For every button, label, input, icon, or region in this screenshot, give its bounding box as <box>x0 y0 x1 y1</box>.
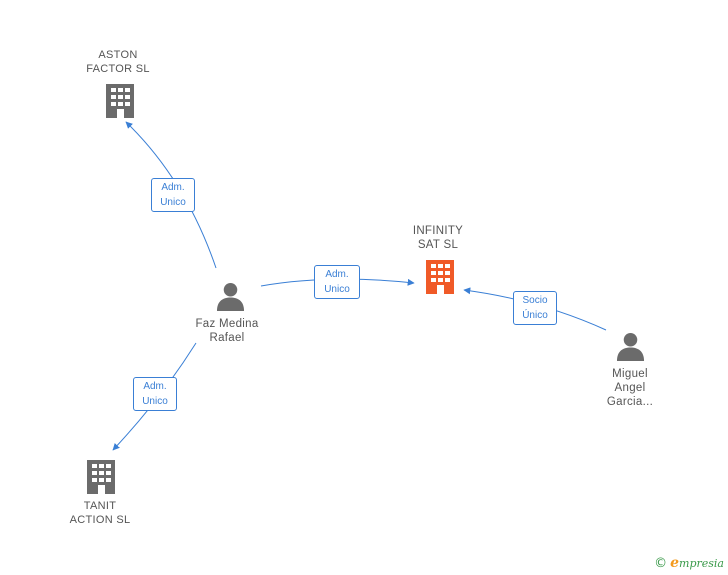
edge-label-miguel-infinity-line1: Socio <box>522 295 548 306</box>
edge-label-faz-aston[interactable]: Adm. Unico <box>151 178 195 212</box>
brand-initial: e <box>670 555 680 571</box>
edge-label-faz-aston-line2: Unico <box>160 197 186 208</box>
tanit-label-line1: TANIT <box>83 500 117 512</box>
aston-label-line1: ASTON <box>98 49 138 61</box>
infinity-label[interactable]: INFINITY SAT SL <box>398 224 478 252</box>
infinity-label-line1: INFINITY <box>412 225 464 237</box>
edge-label-miguel-infinity[interactable]: Socio Único <box>513 291 557 325</box>
tanit-label[interactable]: TANIT ACTION SL <box>60 499 140 527</box>
edge-label-faz-tanit-line2: Unico <box>142 396 168 407</box>
miguel-label-line3: Garcia... <box>606 396 654 408</box>
edge-label-faz-infinity-line2: Unico <box>324 284 350 295</box>
brand-footer[interactable]: ©empresia <box>654 555 724 571</box>
infinity-building-icon[interactable] <box>426 260 454 294</box>
copyright-icon: © <box>654 556 668 571</box>
brand-name: mpresia <box>679 557 724 570</box>
edge-label-miguel-infinity-line2: Único <box>522 310 548 321</box>
edge-label-faz-tanit[interactable]: Adm. Unico <box>133 377 177 411</box>
aston-label[interactable]: ASTON FACTOR SL <box>78 48 158 76</box>
faz-label-line1: Faz Medina <box>195 318 259 330</box>
infinity-label-line2: SAT SL <box>417 239 459 251</box>
faz-label-line2: Rafael <box>209 332 245 344</box>
aston-label-line2: FACTOR SL <box>86 63 150 75</box>
faz-person-icon[interactable] <box>216 282 245 311</box>
faz-label[interactable]: Faz Medina Rafael <box>182 317 272 345</box>
edge-label-faz-infinity[interactable]: Adm. Unico <box>314 265 360 299</box>
tanit-building-icon[interactable] <box>87 460 115 494</box>
miguel-label[interactable]: Miguel Angel Garcia... <box>594 367 666 409</box>
miguel-label-line1: Miguel <box>612 368 648 380</box>
miguel-label-line2: Angel <box>614 382 646 394</box>
edge-label-faz-infinity-line1: Adm. <box>325 269 349 280</box>
edge-label-faz-tanit-line1: Adm. <box>143 381 167 392</box>
edge-label-faz-aston-line1: Adm. <box>161 182 185 193</box>
aston-building-icon[interactable] <box>106 84 134 118</box>
tanit-label-line2: ACTION SL <box>69 514 131 526</box>
miguel-person-icon[interactable] <box>616 332 645 361</box>
